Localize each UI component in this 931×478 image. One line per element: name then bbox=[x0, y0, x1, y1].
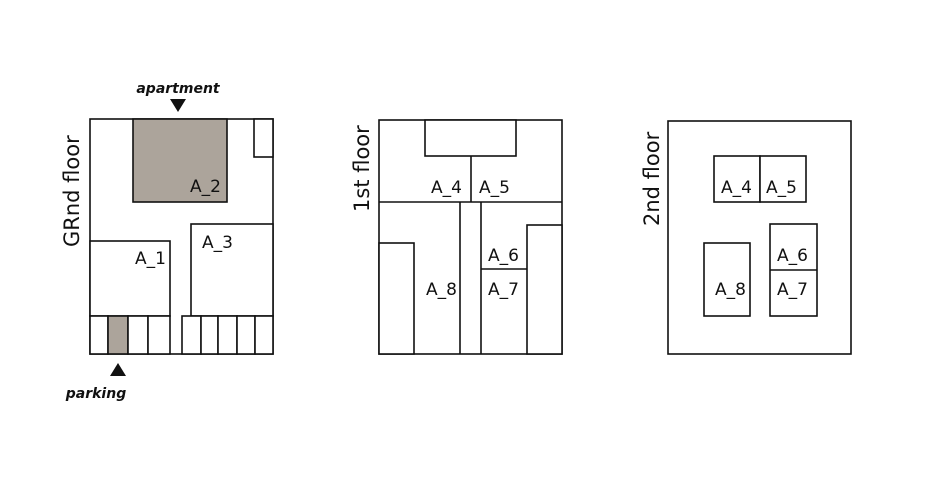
floor-title: 2nd floor bbox=[640, 131, 664, 226]
unit-label: A_3 bbox=[202, 233, 233, 253]
unit-label: A_7 bbox=[488, 280, 519, 300]
highlighted-parking-space bbox=[107, 315, 129, 355]
floor-title: 1st floor bbox=[350, 125, 374, 212]
unit-label: A_6 bbox=[488, 246, 519, 266]
unit-a3 bbox=[190, 223, 274, 317]
unit-label: A_4 bbox=[431, 178, 462, 198]
first-floor-plan: A_4 A_5 A_6 A_7 A_8 1st floor bbox=[350, 119, 563, 355]
second-floor-outline bbox=[667, 120, 852, 355]
unit-a1 bbox=[89, 240, 171, 317]
small-room bbox=[253, 118, 274, 158]
unit-label: A_8 bbox=[426, 280, 457, 300]
unit-label: A_2 bbox=[190, 177, 221, 197]
parking-spaces bbox=[89, 315, 274, 355]
ground-floor-plan: apartment A_2 A_1 A_3 parking GRnd floor bbox=[60, 81, 274, 402]
unit-label: A_7 bbox=[777, 280, 808, 300]
apartment-annotation: apartment bbox=[136, 81, 221, 97]
apartment-arrow-icon bbox=[170, 99, 186, 112]
unit-label: A_6 bbox=[777, 246, 808, 266]
parking-annotation: parking bbox=[65, 386, 126, 402]
unit-label: A_5 bbox=[766, 178, 797, 198]
unit-label: A_4 bbox=[721, 178, 752, 198]
unit-label: A_8 bbox=[715, 280, 746, 300]
unit-label: A_1 bbox=[135, 249, 166, 269]
unit-label: A_5 bbox=[479, 178, 510, 198]
floor-title: GRnd floor bbox=[60, 135, 84, 247]
unit-a2-highlighted bbox=[132, 118, 228, 203]
parking-arrow-icon bbox=[110, 363, 126, 376]
second-floor-plan: A_4 A_5 A_6 A_7 A_8 2nd floor bbox=[640, 120, 852, 355]
